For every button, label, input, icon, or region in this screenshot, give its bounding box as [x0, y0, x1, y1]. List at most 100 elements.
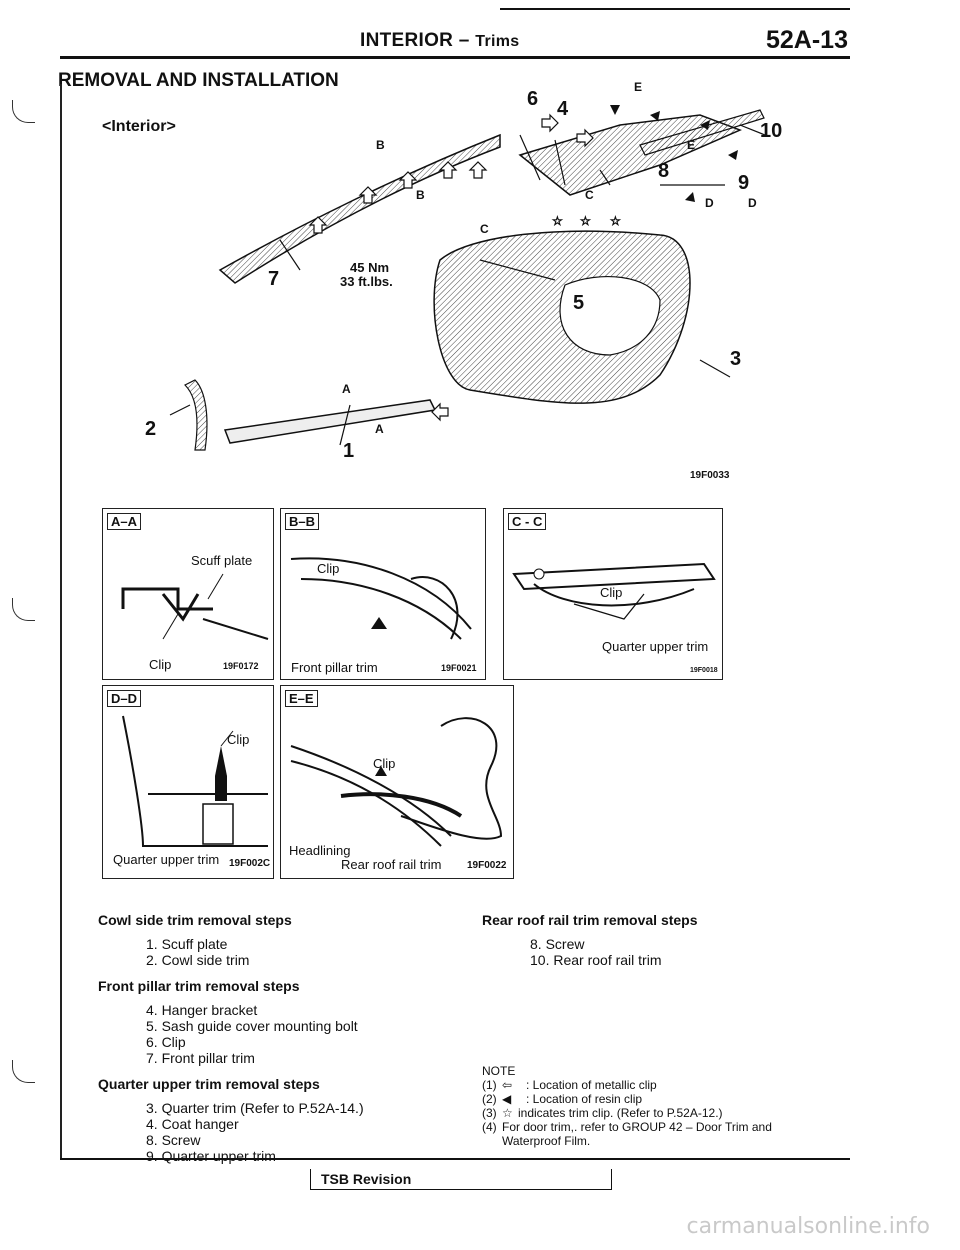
quarter-upper-section-drawing — [512, 562, 716, 620]
steps-heading-front-pillar: Front pillar trim removal steps — [98, 978, 300, 994]
label-quarter-upper-trim: Quarter upper trim — [602, 639, 709, 654]
svg-text:☆: ☆ — [610, 214, 621, 228]
detail-panel-d-d: D–D Clip Quarter upper trim 19F002C — [102, 685, 274, 879]
label-clip: Clip — [227, 732, 250, 747]
header-dash: – — [458, 30, 470, 51]
note-row: (4) For door trim,. refer to GROUP 42 – … — [482, 1120, 822, 1148]
label-clip: Clip — [600, 585, 623, 600]
cowl-side-trim-shape — [183, 379, 208, 451]
panel-tag: D–D — [107, 690, 142, 707]
quarter-upper-clip-drawing — [122, 715, 268, 847]
section-mark-b: B — [416, 188, 425, 202]
panel-tag: B–B — [285, 513, 320, 530]
callout-2: 2 — [145, 418, 157, 440]
binder-mark — [12, 598, 35, 621]
label-front-pillar-trim: Front pillar trim — [291, 660, 378, 675]
removal-steps-right: Rear roof rail trim removal steps 8. Scr… — [482, 912, 822, 968]
footer-rule — [60, 1158, 850, 1160]
panel-code: 19F002C — [229, 858, 271, 869]
torque-nm: 45 Nm — [350, 260, 390, 275]
subsection-label: <Interior> — [102, 118, 176, 135]
rear-roof-rail-section-drawing — [290, 717, 503, 847]
note-row: (2) ◀ : Location of resin clip — [482, 1092, 822, 1106]
binder-mark — [12, 100, 35, 123]
section-mark-a: A — [342, 382, 351, 396]
front-pillar-section-drawing — [290, 557, 472, 640]
note-heading: NOTE — [482, 1064, 516, 1078]
callout-4: 4 — [557, 98, 569, 120]
callout-7: 7 — [268, 268, 280, 290]
note-num: (3) — [482, 1106, 497, 1120]
section-mark-b: B — [376, 138, 385, 152]
torque-ftlbs: 33 ft.lbs. — [340, 274, 393, 289]
panel-tag: E–E — [285, 690, 318, 707]
notes-block: NOTE (1) ⇦ : Location of metallic clip (… — [482, 1064, 822, 1148]
step-item: 10. Rear roof rail trim — [530, 952, 662, 968]
steps-heading-rear-roof-rail: Rear roof rail trim removal steps — [482, 912, 698, 928]
step-item: 2. Cowl side trim — [146, 952, 250, 968]
note-text: : Location of metallic clip — [526, 1078, 657, 1092]
label-clip: Clip — [373, 756, 396, 771]
binder-mark — [12, 1060, 35, 1083]
section-mark-c: C — [480, 222, 489, 236]
label-quarter-upper-trim: Quarter upper trim — [113, 852, 220, 867]
step-item: 9. Quarter upper trim — [146, 1148, 276, 1164]
section-mark-c: C — [585, 188, 594, 202]
scuff-plate-shape — [223, 399, 437, 444]
trim-clip-star-icon: ☆ — [502, 1106, 513, 1120]
section-mark-e: E — [687, 138, 696, 152]
step-item: 8. Screw — [530, 936, 585, 952]
tsb-revision-box: TSB Revision — [310, 1169, 612, 1190]
panel-code: 19F0021 — [441, 663, 477, 673]
svg-text:☆: ☆ — [552, 214, 563, 228]
page-header-title: INTERIOR – Trims — [360, 30, 519, 52]
metallic-clip-icon: ⇦ — [502, 1078, 513, 1092]
main-figure-code: 19F0033 — [690, 470, 730, 481]
header-rule — [60, 56, 850, 59]
watermark: carmanualsonline.info — [686, 1214, 930, 1239]
svg-text:☆: ☆ — [580, 214, 591, 228]
detail-panel-a-a: A–A Scuff plate Clip 19F0172 — [102, 508, 274, 680]
section-mark-e: E — [634, 80, 643, 94]
section-mark-d: D — [705, 196, 714, 210]
step-item: 4. Coat hanger — [146, 1116, 239, 1132]
note-row: (3) ☆ indicates trim clip. (Refer to P.5… — [482, 1106, 822, 1120]
panel-tag: A–A — [107, 513, 142, 530]
callout-10: 10 — [760, 120, 783, 142]
note-text: For door trim,. refer to GROUP 42 – Door… — [502, 1120, 772, 1148]
step-item: 6. Clip — [146, 1034, 186, 1050]
note-text: : Location of resin clip — [526, 1092, 643, 1106]
step-item: 7. Front pillar trim — [146, 1050, 255, 1066]
step-item: 1. Scuff plate — [146, 936, 228, 952]
label-scuff-plate: Scuff plate — [191, 553, 253, 568]
note-num: (1) — [482, 1078, 497, 1092]
panel-code: 19F0172 — [223, 661, 259, 671]
panel-code: 19F0022 — [467, 860, 507, 871]
front-pillar-trim-shape — [218, 133, 501, 284]
label-clip: Clip — [149, 657, 172, 672]
label-rear-roof-rail-trim: Rear roof rail trim — [341, 857, 442, 872]
header-top-rule — [500, 8, 850, 10]
removal-steps-left: Cowl side trim removal steps 1. Scuff pl… — [98, 912, 468, 1164]
section-mark-d: D — [748, 196, 757, 210]
callout-6: 6 — [527, 88, 539, 110]
callout-8: 8 — [658, 160, 670, 182]
tsb-revision-label: TSB Revision — [321, 1171, 412, 1187]
label-headlining: Headlining — [289, 843, 351, 858]
section-mark-a: A — [375, 422, 384, 436]
section-title: REMOVAL AND INSTALLATION — [58, 70, 339, 91]
scuff-plate-section-drawing — [121, 573, 269, 640]
step-item: 8. Screw — [146, 1132, 201, 1148]
exploded-interior-diagram: ☆ ☆ ☆ — [169, 105, 766, 451]
callout-1: 1 — [343, 440, 355, 462]
callout-3: 3 — [730, 348, 742, 370]
quarter-trim-window — [559, 275, 661, 356]
left-margin-rule — [60, 84, 62, 1159]
detail-panel-e-e: E–E Clip Headlining Rear roof rail trim … — [280, 685, 514, 879]
header-subsection: Trims — [475, 33, 520, 50]
page-number: 52A-13 — [766, 26, 848, 54]
note-num: (2) — [482, 1092, 497, 1106]
header-section: INTERIOR — [360, 30, 454, 51]
panel-code: 19F0018 — [690, 667, 718, 674]
callout-9: 9 — [738, 172, 750, 194]
